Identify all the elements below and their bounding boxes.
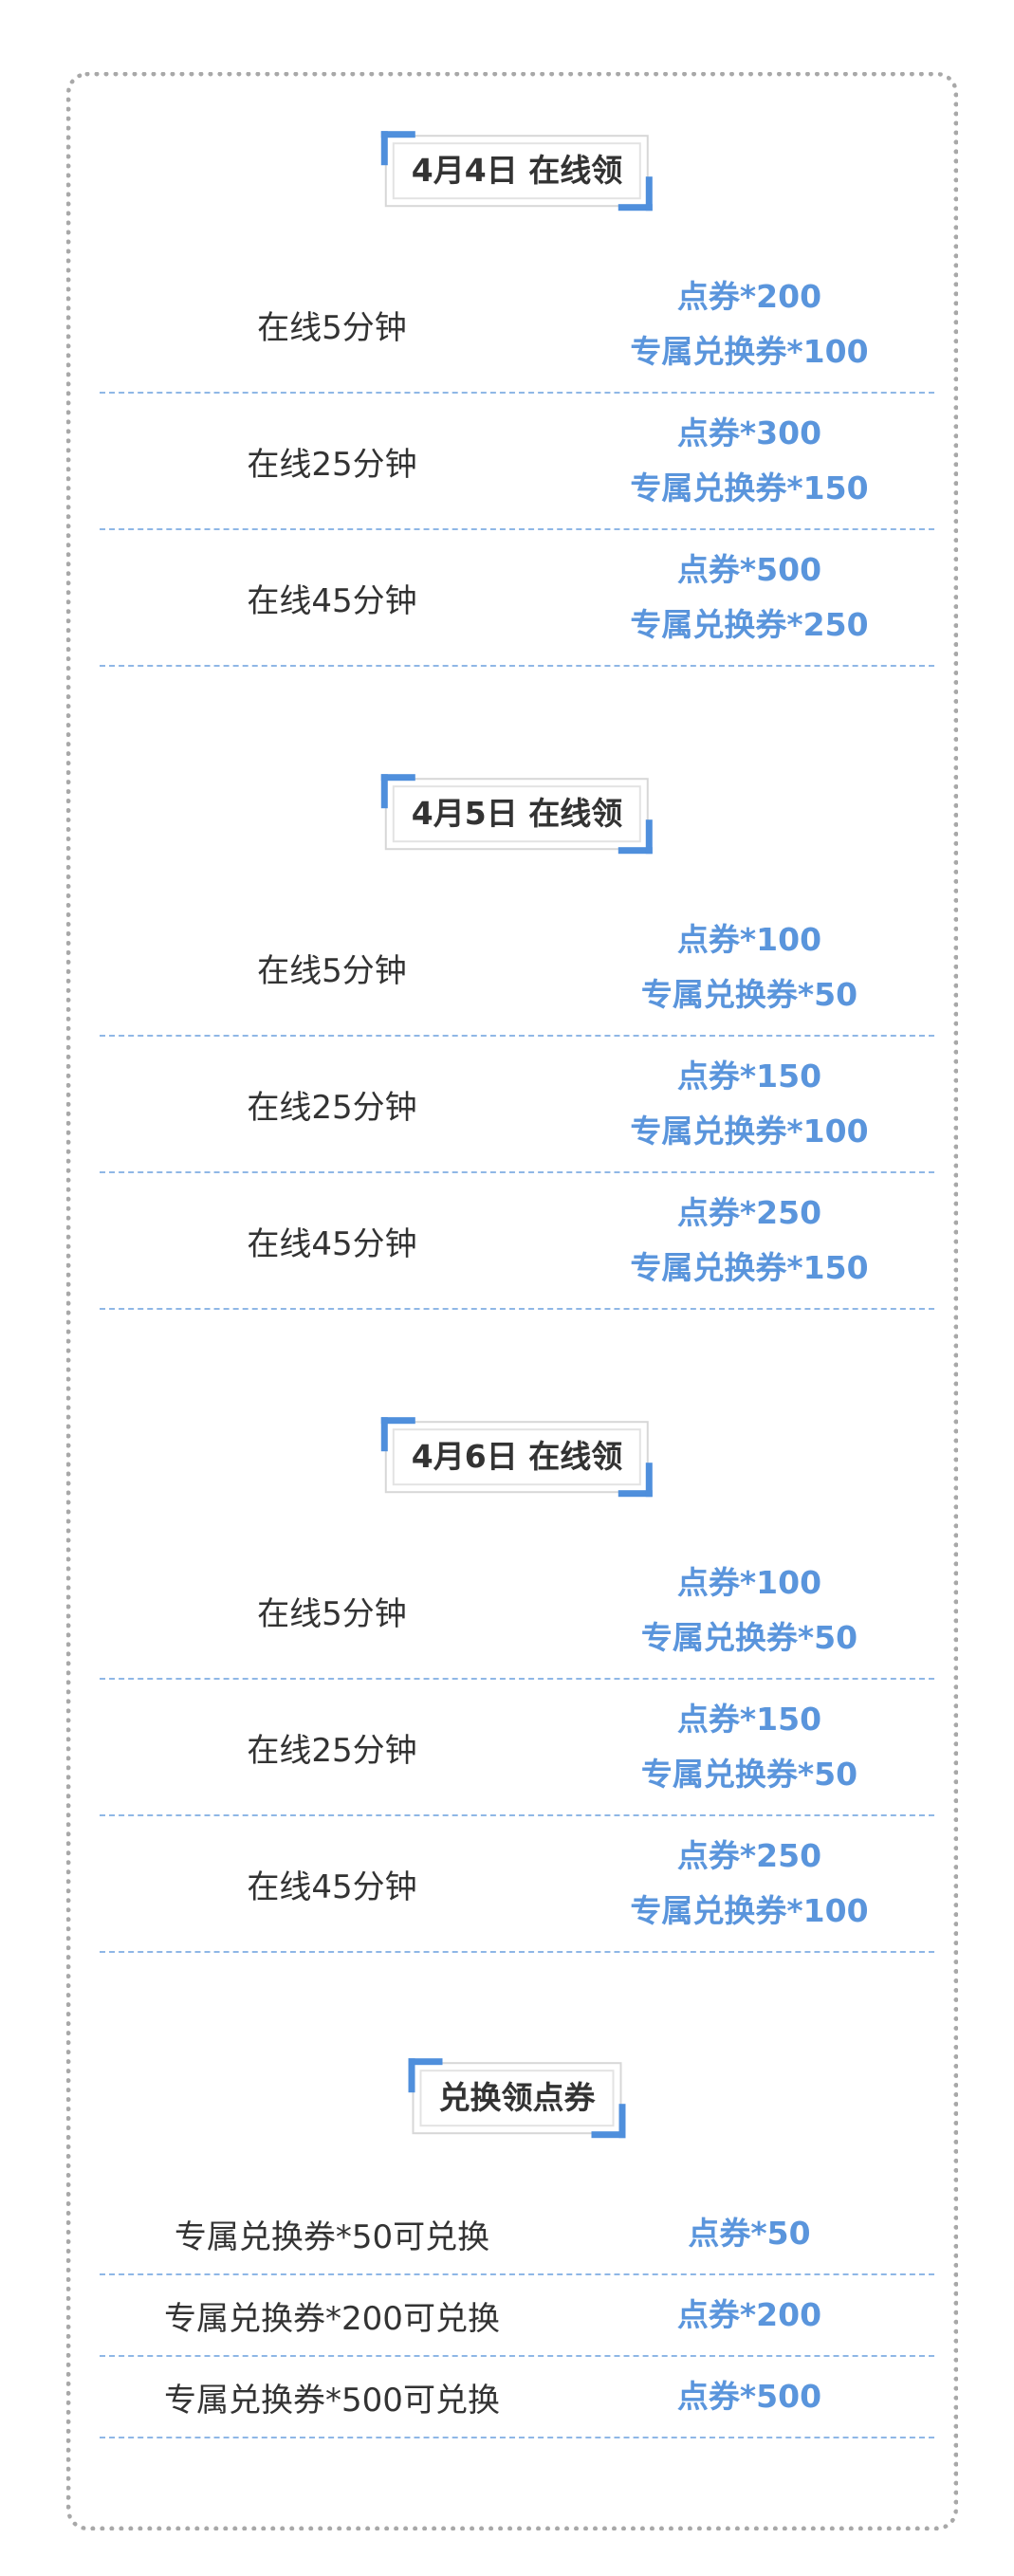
corner-accent-bottom-right	[618, 819, 654, 854]
table-row: 在线5分钟 点券*200 专属兑换券*100	[100, 257, 934, 394]
section-title-wrap: 4月5日 在线领	[100, 762, 934, 866]
online-duration: 在线5分钟	[257, 1594, 407, 1633]
reward-cell: 点券*50	[564, 2206, 934, 2261]
reward-points: 点券*500	[676, 551, 822, 589]
corner-accent-bottom-right	[618, 175, 654, 211]
reward-points: 点券*250	[676, 1194, 822, 1232]
reward-cell: 点券*150 专属兑换券*100	[564, 1049, 934, 1159]
reward-points: 点券*50	[688, 2215, 811, 2253]
reward-voucher: 专属兑换券*50	[640, 1619, 858, 1656]
reward-cell: 点券*500 专属兑换券*250	[564, 543, 934, 653]
table-row: 专属兑换券*200可兑换 点券*200	[100, 2275, 934, 2357]
section-apr-6: 4月6日 在线领 在线5分钟 点券*100 专属兑换券*50 在线25分钟 点券…	[100, 1405, 934, 1953]
reward-table: 在线5分钟 点券*100 专属兑换券*50 在线25分钟 点券*150 专属兑换…	[100, 1543, 934, 1953]
corner-accent-top-left	[408, 2058, 443, 2093]
section-title-box: 4月4日 在线领	[380, 131, 654, 211]
online-duration: 在线5分钟	[257, 951, 407, 990]
reward-cell: 点券*200	[564, 2288, 934, 2343]
table-row: 在线25分钟 点券*150 专属兑换券*50	[100, 1680, 934, 1816]
reward-voucher: 专属兑换券*50	[640, 976, 858, 1013]
reward-cell: 点券*500	[564, 2369, 934, 2424]
corner-accent-top-left	[380, 131, 415, 166]
reward-cell: 点券*250 专属兑换券*100	[564, 1829, 934, 1939]
reward-voucher: 专属兑换券*150	[630, 469, 869, 506]
corner-accent-top-left	[380, 1417, 415, 1452]
table-row: 在线5分钟 点券*100 专属兑换券*50	[100, 900, 934, 1037]
online-duration: 在线5分钟	[257, 308, 407, 347]
reward-cell: 点券*100 专属兑换券*50	[564, 1555, 934, 1665]
section-title-wrap: 4月4日 在线领	[100, 119, 934, 223]
online-duration: 在线25分钟	[247, 445, 417, 484]
exchange-condition: 专属兑换券*500可兑换	[164, 2381, 500, 2420]
section-title: 兑换领点券	[419, 2070, 615, 2126]
reward-card: 4月4日 在线领 在线5分钟 点券*200 专属兑换券*100 在线25分钟 点…	[66, 72, 958, 2530]
section-title: 4月5日 在线领	[392, 785, 642, 842]
corner-accent-bottom-right	[591, 2103, 626, 2138]
reward-table: 在线5分钟 点券*100 专属兑换券*50 在线25分钟 点券*150 专属兑换…	[100, 900, 934, 1310]
section-title-box: 4月5日 在线领	[380, 774, 654, 854]
section-title-wrap: 兑换领点券	[100, 2046, 934, 2150]
reward-points: 点券*100	[676, 921, 822, 959]
online-duration: 在线45分钟	[247, 1868, 417, 1906]
online-duration: 在线45分钟	[247, 1224, 417, 1263]
reward-cell: 点券*100 专属兑换券*50	[564, 912, 934, 1022]
table-row: 在线45分钟 点券*250 专属兑换券*100	[100, 1816, 934, 1953]
reward-voucher: 专属兑换券*100	[630, 333, 869, 370]
reward-cell: 点券*250 专属兑换券*150	[564, 1186, 934, 1296]
section-title-box: 兑换领点券	[408, 2058, 626, 2138]
reward-points: 点券*200	[676, 2296, 822, 2334]
table-row: 在线25分钟 点券*300 专属兑换券*150	[100, 394, 934, 530]
table-row: 在线5分钟 点券*100 专属兑换券*50	[100, 1543, 934, 1680]
reward-points: 点券*250	[676, 1837, 822, 1875]
table-row: 在线25分钟 点券*150 专属兑换券*100	[100, 1037, 934, 1173]
table-row: 专属兑换券*50可兑换 点券*50	[100, 2194, 934, 2275]
section-title: 4月6日 在线领	[392, 1428, 642, 1485]
section-apr-5: 4月5日 在线领 在线5分钟 点券*100 专属兑换券*50 在线25分钟 点券…	[100, 762, 934, 1310]
reward-cell: 点券*300 专属兑换券*150	[564, 406, 934, 516]
table-row: 在线45分钟 点券*500 专属兑换券*250	[100, 530, 934, 667]
corner-accent-top-left	[380, 774, 415, 809]
exchange-condition: 专属兑换券*200可兑换	[164, 2299, 500, 2338]
reward-points: 点券*200	[676, 278, 822, 316]
reward-points: 点券*150	[676, 1058, 822, 1095]
reward-points: 点券*500	[676, 2378, 822, 2416]
reward-voucher: 专属兑换券*150	[630, 1249, 869, 1286]
reward-voucher: 专属兑换券*50	[640, 1756, 858, 1793]
corner-accent-bottom-right	[618, 1462, 654, 1497]
reward-voucher: 专属兑换券*100	[630, 1113, 869, 1150]
section-title-wrap: 4月6日 在线领	[100, 1405, 934, 1509]
section-exchange: 兑换领点券 专属兑换券*50可兑换 点券*50 专属兑换券*200可兑换 点券*…	[100, 2046, 934, 2438]
reward-cell: 点券*200 专属兑换券*100	[564, 269, 934, 379]
table-row: 在线45分钟 点券*250 专属兑换券*150	[100, 1173, 934, 1310]
reward-points: 点券*150	[676, 1701, 822, 1739]
online-duration: 在线45分钟	[247, 581, 417, 620]
reward-table: 在线5分钟 点券*200 专属兑换券*100 在线25分钟 点券*300 专属兑…	[100, 257, 934, 667]
reward-points: 点券*100	[676, 1564, 822, 1602]
exchange-condition: 专属兑换券*50可兑换	[174, 2217, 490, 2256]
table-row: 专属兑换券*500可兑换 点券*500	[100, 2357, 934, 2438]
online-duration: 在线25分钟	[247, 1088, 417, 1127]
exchange-table: 专属兑换券*50可兑换 点券*50 专属兑换券*200可兑换 点券*200 专属…	[100, 2194, 934, 2438]
reward-voucher: 专属兑换券*250	[630, 606, 869, 643]
section-apr-4: 4月4日 在线领 在线5分钟 点券*200 专属兑换券*100 在线25分钟 点…	[100, 119, 934, 667]
section-title-box: 4月6日 在线领	[380, 1417, 654, 1497]
reward-cell: 点券*150 专属兑换券*50	[564, 1692, 934, 1802]
online-duration: 在线25分钟	[247, 1731, 417, 1770]
reward-voucher: 专属兑换券*100	[630, 1892, 869, 1929]
reward-points: 点券*300	[676, 414, 822, 452]
section-title: 4月4日 在线领	[392, 142, 642, 199]
